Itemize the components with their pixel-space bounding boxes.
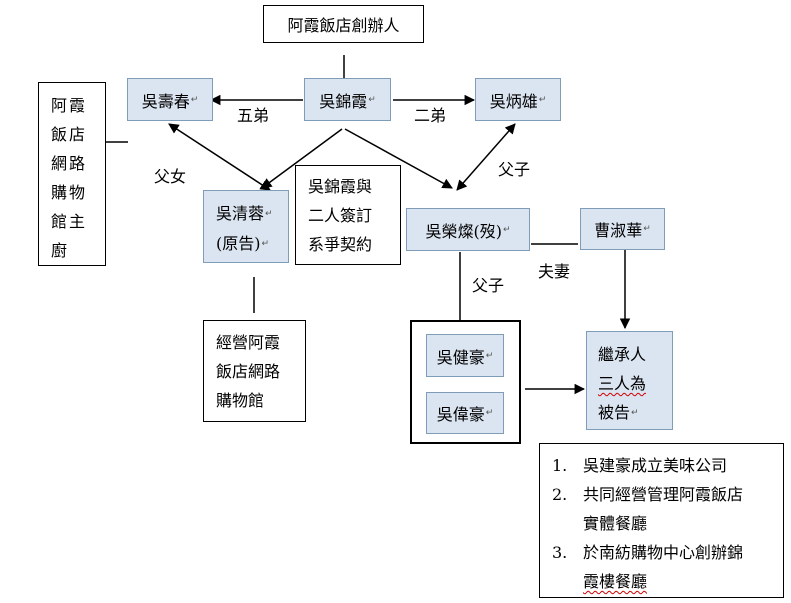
node-heirs-defendants: 繼承人 三人為 被告↵ [586,331,673,430]
label-father-son-rongcan: 父子 [472,276,505,295]
facts-list-item: 2. 共同經營管理阿霞飯店 實體餐廳 [552,485,744,533]
label-father-son-bingxiong: 父子 [498,160,531,179]
node-cao-shuhua: 曹淑華↵ [580,208,665,250]
label-spouses: 夫妻 [538,262,571,281]
paragraph-mark-icon: ↵ [368,94,376,105]
contract-note-box: 吳錦霞與 二人簽訂 系爭契約 [295,165,401,265]
contract-note-line: 吳錦霞與 [308,177,373,196]
paragraph-mark-icon: ↵ [643,224,651,234]
paragraph-mark-icon: ↵ [631,408,639,418]
facts-list-item: 3. 於南紡購物中心創辦錦 霞樓餐廳 [552,543,744,591]
node-wu-qingrong: 吳清蓉↵ (原告)↵ [203,190,289,263]
chef-note-box: 阿霞 飯店 網路 購物 館主 廚 [38,82,106,266]
node-wu-weihao: 吳偉豪↵ [426,392,504,434]
founder-title: 阿霞飯店創辦人 [287,16,400,35]
operate-note-line: 飯店網路 [216,362,281,381]
label-father-daughter: 父女 [154,167,187,186]
arrow-bingxiong-rongcan [456,123,516,191]
operate-note-line: 購物館 [216,391,265,410]
paragraph-mark-icon: ↵ [538,94,547,105]
label-fifth-brother: 五弟 [237,106,270,125]
chef-note-line: 館主 [51,212,88,231]
operate-note-line: 經營阿霞 [216,333,281,352]
chef-note-line: 購物 [51,183,88,202]
contract-note-line: 系爭契約 [308,235,373,254]
node-wu-jinxia: 吳錦霞↵ [304,78,391,121]
heirs-line: 繼承人 [598,345,647,364]
label-second-brother: 二弟 [414,106,447,125]
chef-note-line: 網路 [51,154,88,173]
contract-note-line: 二人簽訂 [308,206,373,225]
node-wu-shouchun: 吳壽春↵ [127,78,213,121]
node-wu-rongcan: 吳榮燦(歿)↵ [406,208,530,251]
node-wu-jianhao: 吳健豪↵ [426,334,504,377]
paragraph-mark-icon: ↵ [485,350,494,361]
founder-title-box: 阿霞飯店創辦人 [263,5,424,43]
facts-list-box: 1. 吳建豪成立美味公司 2. 共同經營管理阿霞飯店 實體餐廳 3. 於南紡購物… [539,443,784,598]
arrow-jinxia-rongcan [344,128,453,189]
paragraph-mark-icon: ↵ [190,94,199,105]
node-wu-bingxiong: 吳炳雄↵ [475,78,561,121]
chef-note-line: 廚 [51,241,70,260]
operate-note-box: 經營阿霞 飯店網路 購物館 [203,320,306,422]
paragraph-mark-icon: ↵ [502,224,511,235]
heirs-line: 被告↵ [598,403,639,422]
paragraph-mark-icon: ↵ [265,209,273,219]
chef-note-line: 飯店 [51,125,88,144]
heirs-line: 三人為 [598,374,647,393]
paragraph-mark-icon: ↵ [485,408,494,418]
arrow-jinxia-qingrong [261,128,343,189]
sons-group-box: 吳健豪↵ 吳偉豪↵ [410,320,521,444]
paragraph-mark-icon: ↵ [261,239,270,249]
arrow-shouchun-qingrong [168,123,271,191]
chef-note-line: 阿霞 [51,96,88,115]
facts-list-item: 1. 吳建豪成立美味公司 [552,456,728,475]
